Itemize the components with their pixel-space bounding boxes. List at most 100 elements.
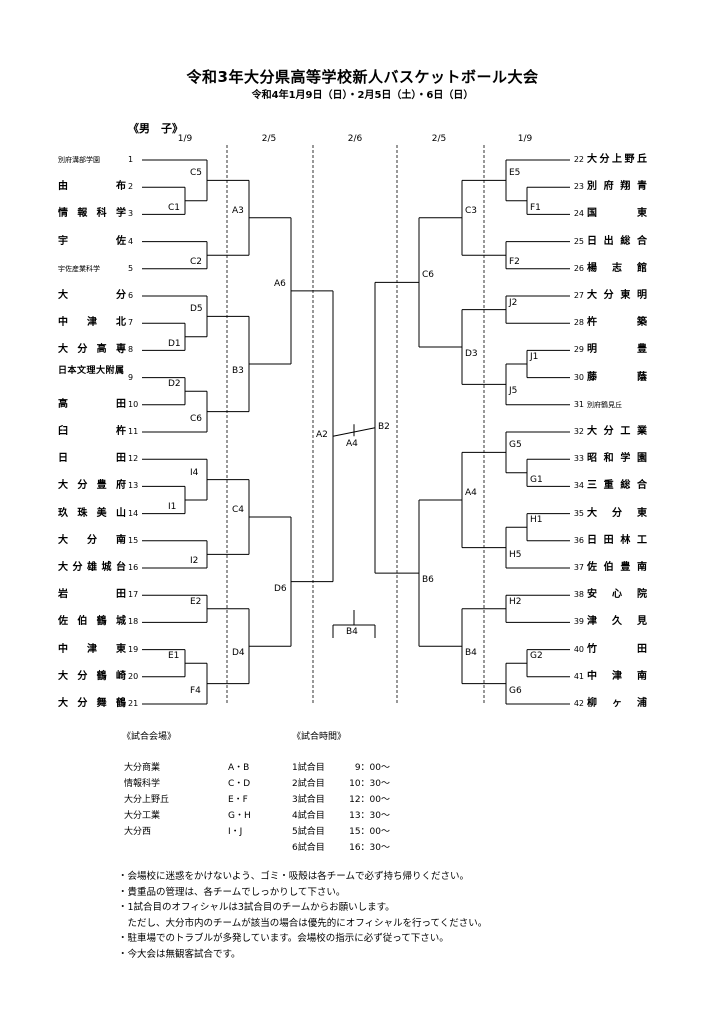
team-name: 日本文理大附属	[58, 365, 124, 376]
team-name: 臼杵	[58, 426, 126, 437]
venue-header: 《試合会場》	[122, 732, 177, 742]
team-number: 37	[573, 563, 584, 572]
match-label: B3	[232, 366, 244, 376]
team-name: 中津北	[58, 317, 126, 329]
team-number: 30	[573, 372, 584, 382]
match-label: B2	[378, 421, 390, 432]
round-label-left-2: 2/5	[261, 134, 277, 144]
team-number: 6	[128, 291, 134, 300]
team-name: 宇佐産業科学	[58, 264, 100, 273]
match-label: G2	[530, 651, 543, 662]
round-label-right-2: 2/5	[431, 134, 447, 144]
note-line: ・駐車場でのトラブルが多発しています。会場校の指示に必ず従って下さい。	[118, 933, 449, 944]
team-name: 杵築	[587, 317, 647, 329]
team-name: 別府翔青	[587, 181, 647, 193]
team-name: 大分高専	[58, 344, 126, 356]
note-line: ・会場校に迷惑をかけないよう、ゴミ・吸殻は各チームで必ず持ち帰りください。	[118, 871, 470, 882]
match-label: G1	[530, 474, 543, 485]
team-number: 21	[128, 699, 139, 708]
team-number: 23	[573, 182, 584, 192]
team-name: 別府溝部学園	[58, 156, 100, 164]
team-name: 中津南	[587, 670, 647, 682]
match-label: I4	[190, 467, 199, 478]
match-label: D1	[168, 338, 181, 349]
team-number: 17	[128, 590, 139, 600]
team-number: 16	[128, 563, 139, 572]
team-name: 中津東	[58, 643, 126, 655]
match-label: D3	[465, 349, 478, 359]
match-label: B4	[465, 648, 477, 659]
match-label: D2	[168, 379, 181, 390]
division-label: 《男 子》	[128, 122, 183, 135]
team-name: 大分	[58, 290, 126, 301]
match-label: F2	[509, 257, 520, 268]
team-number: 29	[573, 345, 584, 355]
venue-courts: A・B	[228, 763, 250, 773]
match-label: F4	[190, 685, 201, 696]
team-name: 日田林工	[587, 534, 647, 546]
team-name: 竹田	[587, 643, 647, 655]
note-line: ただし、大分市内のチームが該当の場合は優先的にオフィシャルを行ってください。	[118, 917, 488, 929]
team-name: 岩田	[58, 589, 126, 601]
page-subtitle: 令和4年1月9日（日）・2月5日（土）・6日（日）	[251, 90, 474, 101]
team-number: 5	[128, 263, 134, 273]
match-label: H5	[509, 549, 522, 560]
match-label: H1	[530, 515, 543, 526]
team-number: 35	[573, 508, 584, 518]
team-name: 大分雄城台	[58, 562, 126, 573]
round-label-left-1: 1/9	[177, 134, 193, 144]
team-number: 20	[128, 671, 139, 681]
match-label: J1	[530, 352, 539, 362]
venue-courts: C・D	[228, 779, 251, 789]
team-name: 大分上野丘	[587, 154, 647, 165]
team-number: 42	[573, 699, 584, 708]
match-label: E5	[509, 168, 521, 179]
match-label: A6	[274, 278, 286, 289]
team-name: 大分東	[587, 507, 647, 519]
team-number: 41	[573, 671, 584, 681]
match-label: C6	[422, 270, 435, 281]
team-name: 大分舞鶴	[58, 698, 126, 709]
match-label: G5	[509, 440, 522, 451]
team-number: 32	[573, 427, 584, 436]
match-label: B4	[346, 627, 358, 637]
time-game: 2試合目	[292, 779, 325, 789]
time-game: 3試合目	[292, 795, 325, 805]
match-label: A4	[465, 488, 477, 498]
team-number: 2	[128, 182, 134, 192]
venue-name: 大分商業	[124, 763, 161, 773]
team-name: 国東	[587, 208, 647, 220]
team-number: 15	[128, 535, 139, 545]
match-label: A4	[346, 439, 358, 450]
match-label: F1	[530, 202, 541, 213]
match-label: J5	[509, 386, 518, 397]
time-value: 13：30～	[349, 811, 390, 821]
venue-name: 大分上野丘	[124, 795, 170, 805]
team-number: 13	[128, 481, 139, 491]
time-game: 4試合目	[292, 811, 325, 821]
team-number: 7	[128, 318, 134, 328]
team-name: 由布	[58, 181, 126, 193]
team-name: 津久見	[587, 616, 647, 628]
round-label-final: 2/6	[347, 134, 363, 144]
venue-name: 情報科学	[124, 779, 161, 789]
time-value: 9：00～	[354, 763, 390, 773]
team-number: 38	[573, 590, 584, 600]
match-label: I2	[190, 556, 199, 567]
match-label: D6	[274, 583, 287, 594]
team-name: 昭和学園	[587, 453, 647, 465]
team-number: 11	[128, 427, 139, 436]
match-label: J2	[509, 297, 518, 308]
match-label: C3	[465, 205, 478, 216]
team-name: 藤蔭	[587, 371, 647, 383]
team-number: 3	[128, 209, 134, 219]
match-label: G6	[509, 685, 522, 696]
team-number: 24	[573, 209, 584, 219]
time-game: 6試合目	[292, 843, 325, 853]
team-number: 12	[128, 454, 139, 464]
match-label: E2	[190, 596, 202, 607]
team-name: 宇佐	[58, 235, 126, 247]
time-value: 15：00～	[349, 827, 390, 837]
team-name: 明豊	[587, 344, 647, 356]
